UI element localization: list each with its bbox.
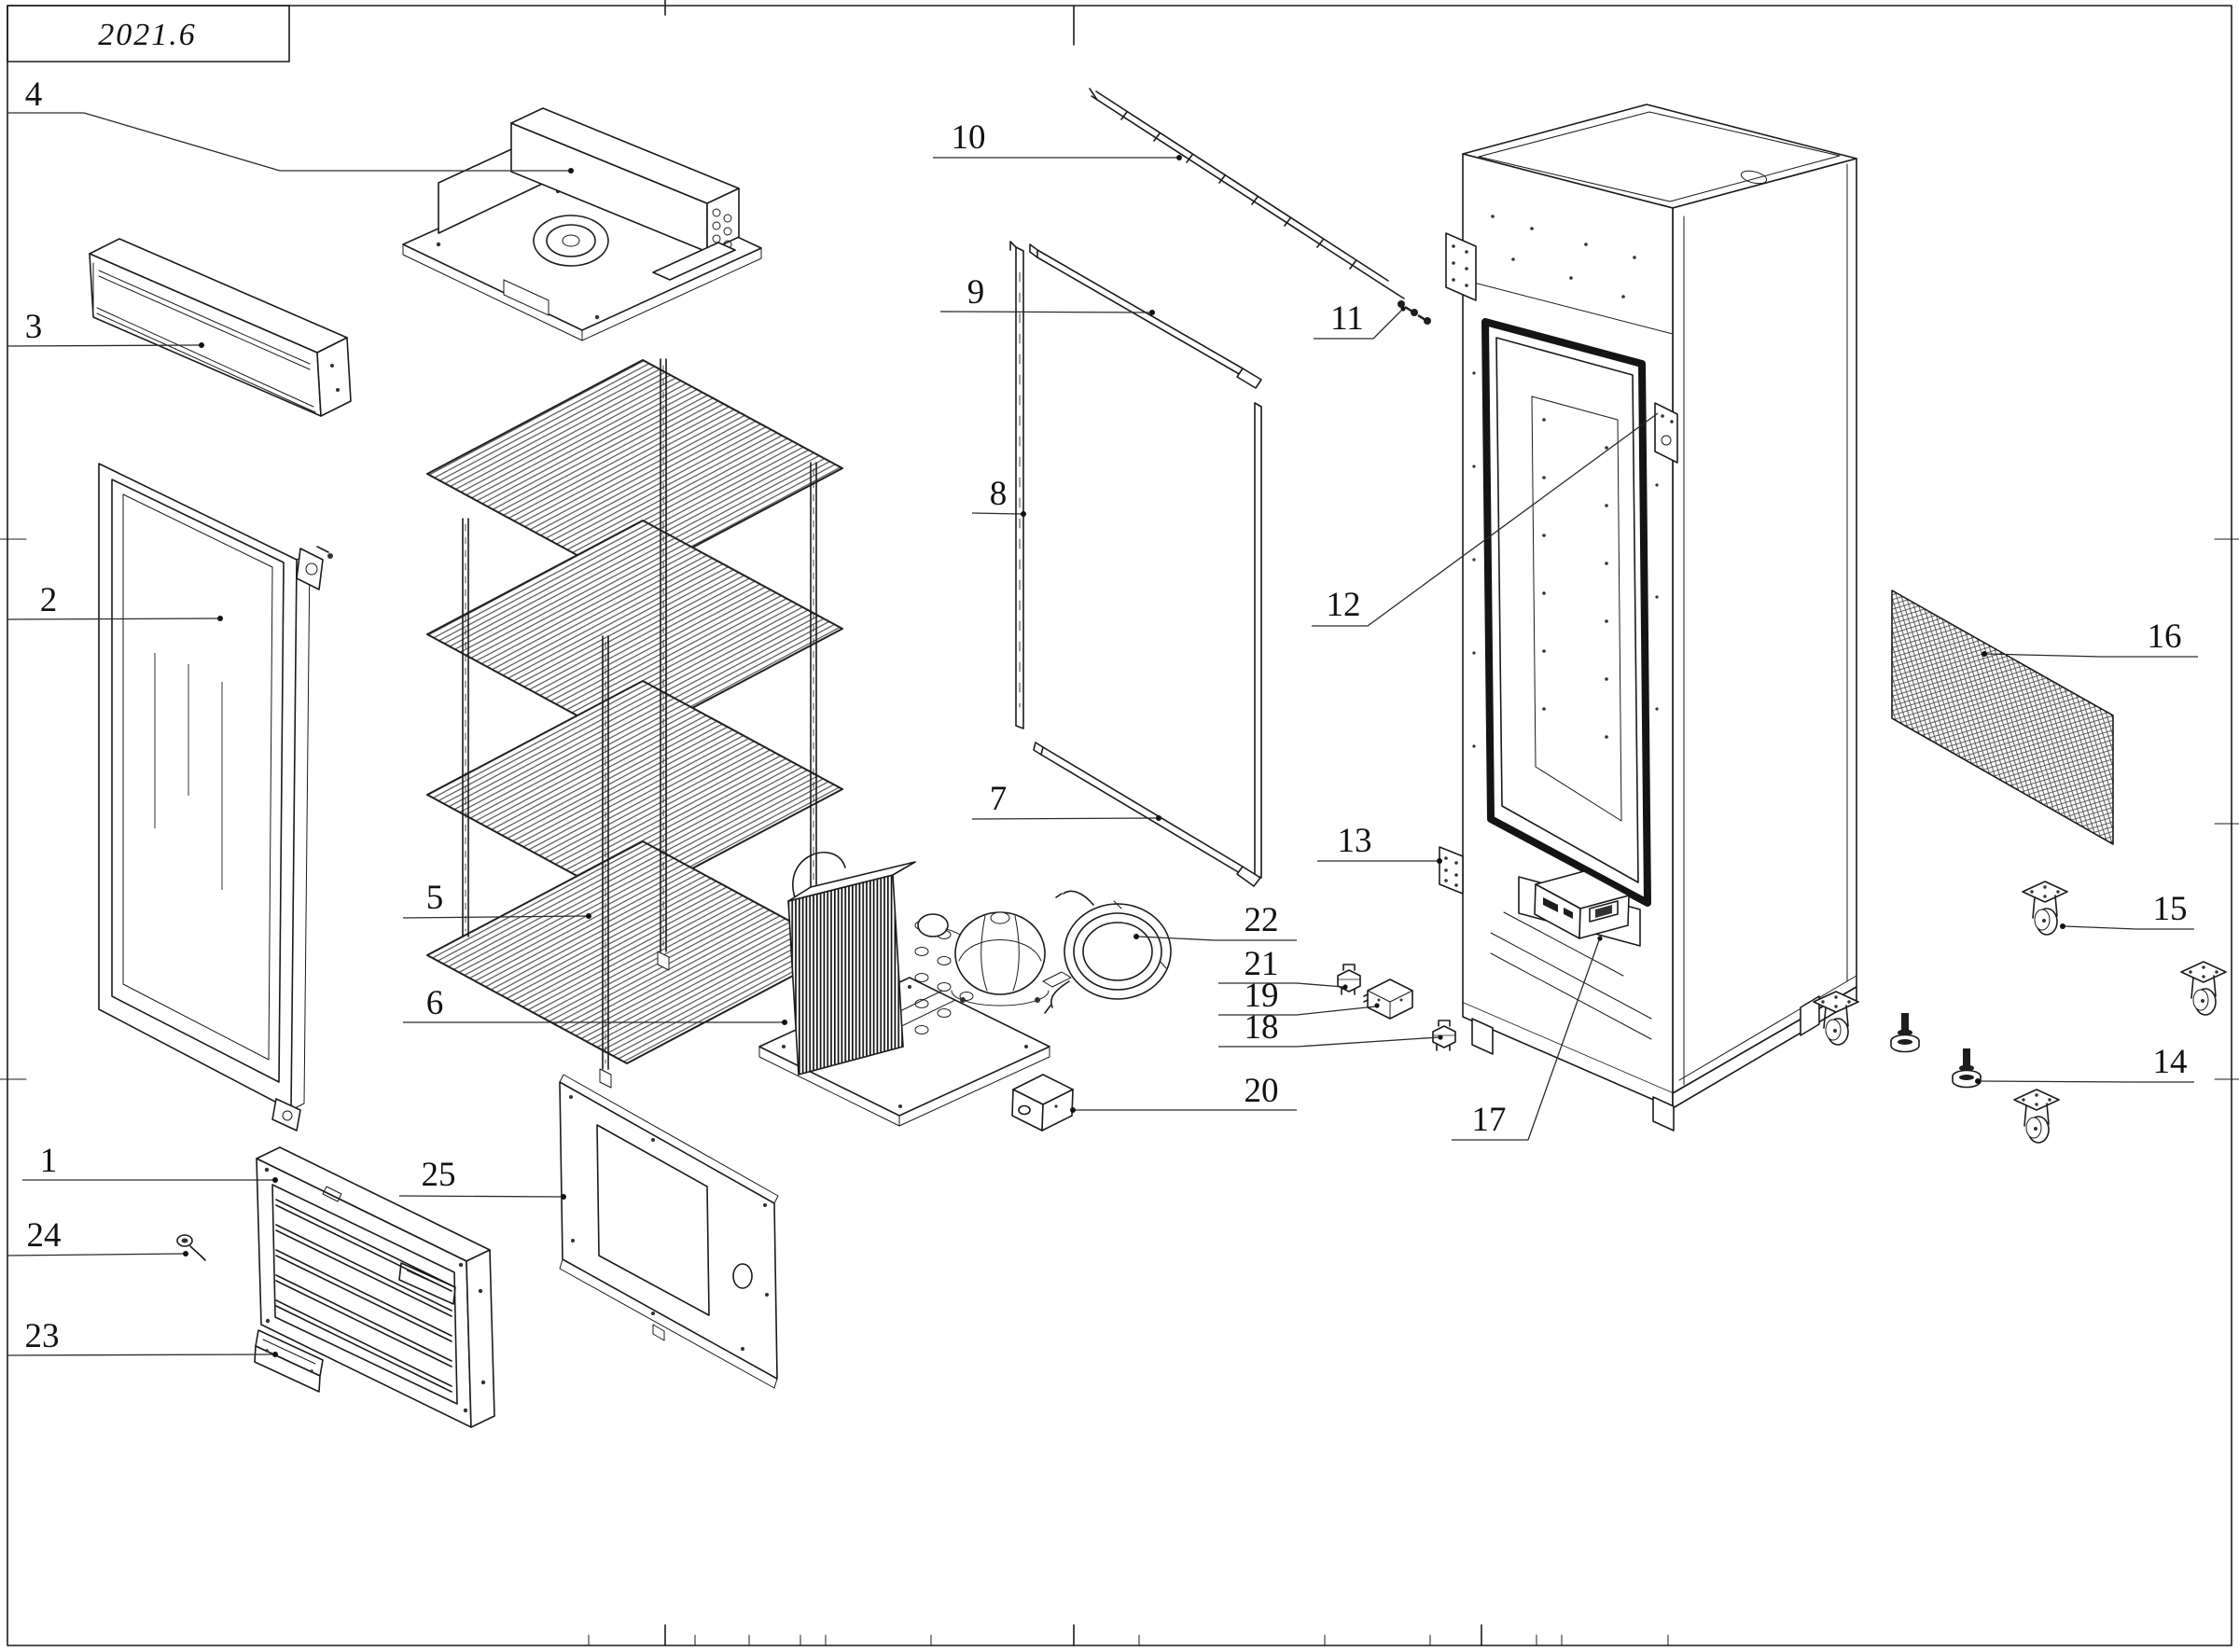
- header-screw-holes: [1491, 215, 1636, 298]
- cabinet-feet: [1471, 995, 1820, 1131]
- part-22-coiled-tube: [1044, 890, 1172, 1014]
- svg-text:20: 20: [1245, 1072, 1279, 1110]
- svg-text:3: 3: [25, 308, 43, 346]
- callout-23: 23: [7, 1317, 278, 1357]
- callout-17: 17: [1452, 936, 1603, 1141]
- part-6-condensing-unit: [758, 852, 1072, 1127]
- callout-1: 1: [22, 1142, 278, 1183]
- part-21-relay: [1337, 964, 1361, 995]
- callout-3: 3: [7, 308, 204, 348]
- callout-6: 6: [403, 984, 787, 1025]
- part-18-relay: [1432, 1020, 1456, 1051]
- callout-25: 25: [398, 1156, 566, 1200]
- callout-11: 11: [1314, 299, 1406, 340]
- part-3-light-box: [89, 238, 352, 417]
- callout-10: 10: [933, 118, 1182, 160]
- shelf-posts: [462, 358, 817, 1089]
- svg-text:7: 7: [990, 780, 1008, 818]
- part-7-frame-strip-bottom: [1033, 742, 1261, 887]
- svg-text:12: 12: [1327, 586, 1361, 624]
- callout-5: 5: [402, 879, 591, 919]
- svg-text:2: 2: [40, 581, 58, 619]
- part-11-screws: [1398, 300, 1431, 325]
- part-5-wire-shelf-set: [426, 358, 843, 1089]
- grille-louvers: [275, 1199, 452, 1393]
- svg-text:4: 4: [25, 76, 43, 114]
- part-17-control-box: [1518, 870, 1641, 947]
- part-9-frame-strip-top: [1029, 243, 1262, 389]
- svg-text:8: 8: [990, 475, 1008, 513]
- part-24-screw: [176, 1234, 206, 1261]
- frame-strip-right: [1254, 402, 1262, 879]
- door-gasket-frame: [1481, 318, 1651, 907]
- svg-text:11: 11: [1330, 299, 1364, 338]
- svg-text:15: 15: [2153, 890, 2188, 928]
- part-23-nameplate: [254, 1329, 324, 1393]
- callout-13: 13: [1317, 822, 1442, 864]
- callout-4: 4: [7, 76, 574, 174]
- part-10-frame-heater-rod: [1089, 88, 1405, 299]
- callout-22: 22: [1133, 901, 1297, 941]
- callout-12: 12: [1312, 412, 1659, 627]
- part-16-mesh-guard: [1891, 590, 2114, 845]
- svg-text:21: 21: [1245, 945, 1279, 983]
- part-4-top-fan-coil-assembly: [402, 107, 762, 341]
- part-2-glass-door: [98, 463, 333, 1131]
- callout-16: 16: [1982, 618, 2198, 658]
- callout-20: 20: [1070, 1072, 1297, 1113]
- svg-text:22: 22: [1245, 901, 1279, 939]
- callout-8: 8: [971, 475, 1026, 517]
- part-8-frame-strip-left: [1009, 241, 1024, 729]
- svg-text:17: 17: [1472, 1101, 1507, 1139]
- part-20-box-component: [1011, 1074, 1074, 1131]
- svg-text:23: 23: [25, 1317, 60, 1355]
- callout-14: 14: [1975, 1043, 2194, 1084]
- callout-21: 21: [1218, 945, 1348, 990]
- svg-text:13: 13: [1338, 822, 1372, 860]
- svg-text:10: 10: [952, 118, 986, 157]
- door-hinge-bracket-top: [1654, 402, 1678, 464]
- cabinet-body: [1439, 104, 1857, 1131]
- title-block-date: 2021.6: [98, 18, 197, 52]
- part-19-starter-box: [1363, 979, 1413, 1020]
- svg-text:9: 9: [967, 273, 985, 312]
- svg-text:25: 25: [422, 1156, 456, 1194]
- callout-9: 9: [939, 273, 1155, 315]
- callout-2: 2: [7, 581, 223, 621]
- svg-text:24: 24: [27, 1216, 62, 1255]
- callout-15: 15: [2060, 890, 2194, 930]
- svg-text:5: 5: [426, 879, 444, 917]
- shelf-pin-holes: [1472, 371, 1659, 748]
- part-25-back-panel: [559, 1074, 779, 1389]
- part-13-hinge-bracket: [1439, 846, 1464, 895]
- svg-text:1: 1: [40, 1142, 58, 1180]
- part-1-front-grille-panel: [256, 1146, 495, 1428]
- part-14-leveling-feet: [1890, 1012, 1982, 1089]
- callout-24: 24: [7, 1216, 188, 1256]
- callout-7: 7: [971, 780, 1161, 821]
- title-block: 2021.6: [7, 5, 290, 62]
- svg-text:6: 6: [426, 984, 444, 1022]
- top-left-bracket: [1445, 232, 1477, 301]
- callouts: 1 2 3 4 5 6 7 8: [7, 76, 2198, 1357]
- svg-text:14: 14: [2153, 1043, 2188, 1081]
- svg-text:16: 16: [2148, 618, 2182, 656]
